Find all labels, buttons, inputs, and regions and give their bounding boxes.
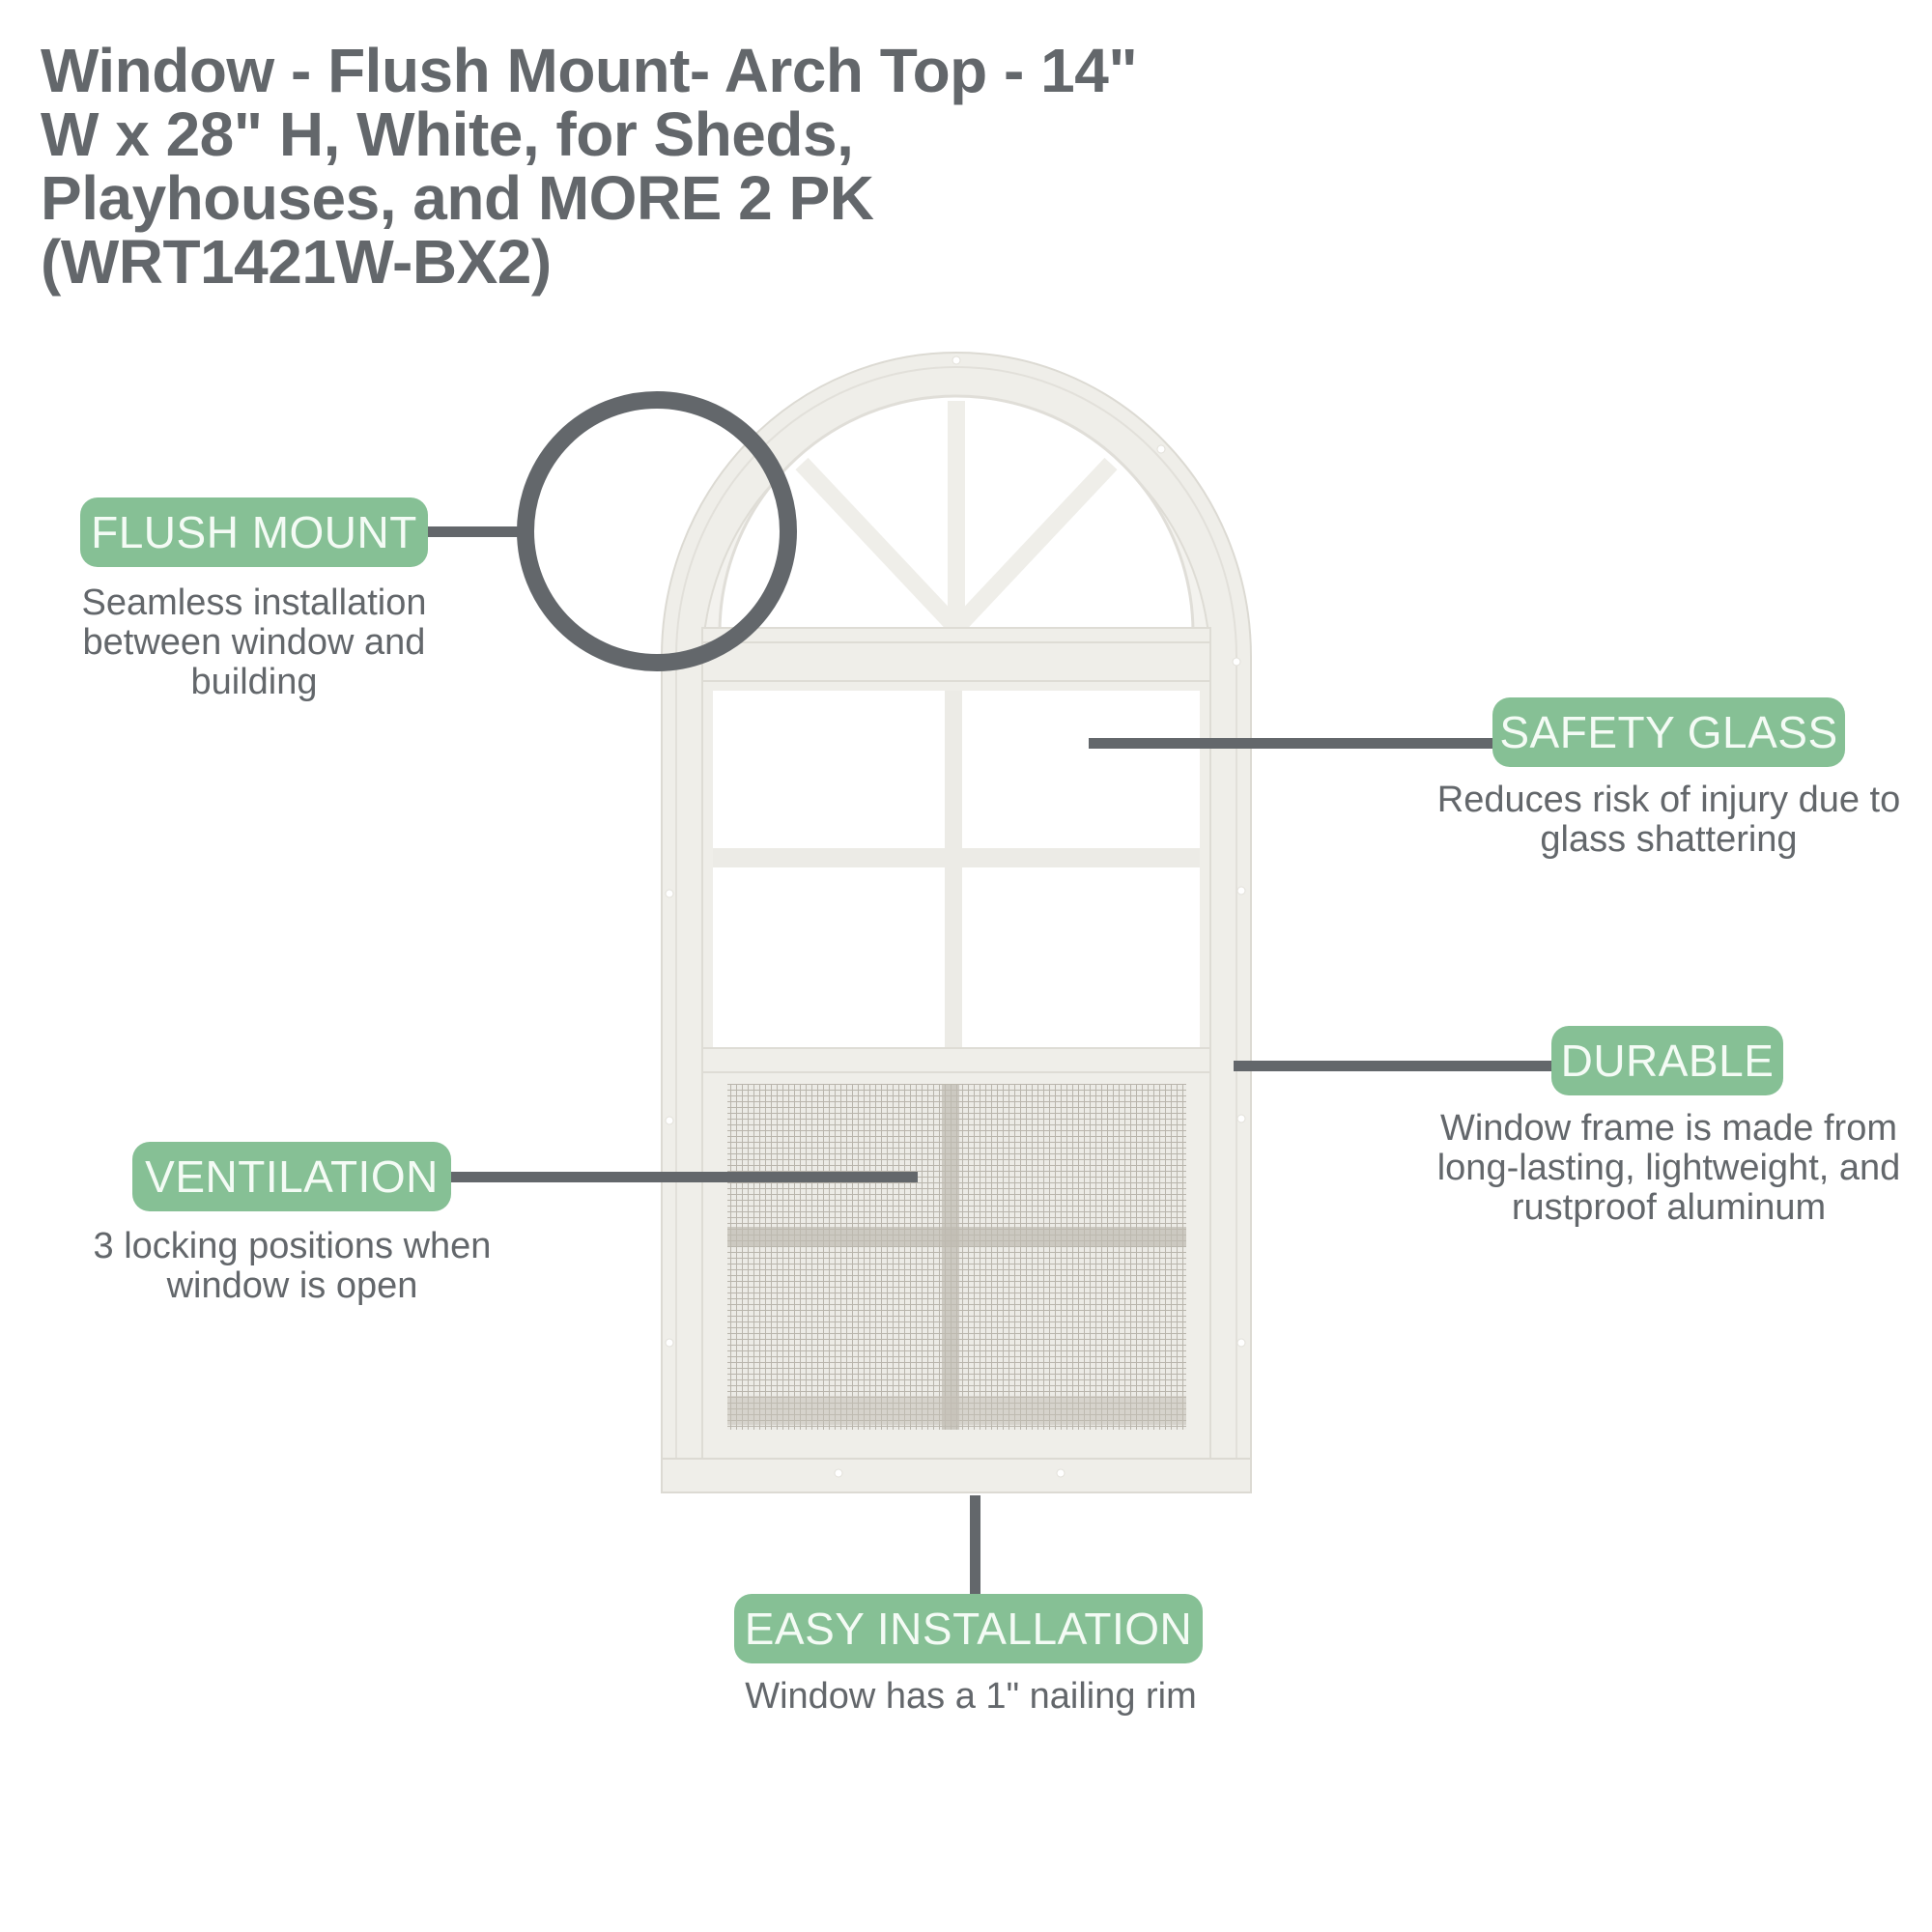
- safety-glass-badge: SAFETY GLASS: [1492, 697, 1845, 767]
- safety-glass-description: Reduces risk of injury due to glass shat…: [1410, 781, 1927, 860]
- flush-mount-description: Seamless installation between window and…: [37, 583, 471, 702]
- desc-line: between window and: [82, 622, 426, 663]
- desc-line: Window frame is made from: [1439, 1108, 1897, 1149]
- title-line: W x 28" H, White, for Sheds,: [41, 99, 854, 169]
- desc-line: glass shattering: [1540, 819, 1798, 860]
- ventilation-connector: [444, 1172, 918, 1182]
- easy-installation-connector: [970, 1495, 980, 1600]
- arch-muntins: [795, 401, 1118, 635]
- ventilation-description: 3 locking positions when window is open: [58, 1227, 526, 1306]
- title-line: Window - Flush Mount- Arch Top - 14": [41, 36, 1138, 105]
- ventilation-badge: VENTILATION: [132, 1142, 451, 1211]
- durable-description: Window frame is made from long-lasting, …: [1410, 1109, 1927, 1228]
- desc-line: rustproof aluminum: [1511, 1187, 1827, 1228]
- flush-mount-highlight-circle: [517, 391, 797, 671]
- easy-installation-badge: EASY INSTALLATION: [734, 1594, 1203, 1663]
- flush-mount-connector: [425, 526, 526, 537]
- title-line: Playhouses, and MORE 2 PK: [41, 163, 874, 233]
- product-title: Window - Flush Mount- Arch Top - 14" W x…: [41, 39, 1248, 294]
- flush-mount-badge: FLUSH MOUNT: [80, 497, 428, 567]
- desc-line: Window has a 1" nailing rim: [745, 1676, 1197, 1717]
- durable-connector: [1234, 1061, 1562, 1071]
- easy-installation-description: Window has a 1" nailing rim: [715, 1677, 1227, 1717]
- desc-line: Reduces risk of injury due to: [1436, 780, 1901, 820]
- durable-badge: DURABLE: [1551, 1026, 1783, 1095]
- title-line: (WRT1421W-BX2): [41, 227, 552, 297]
- desc-line: window is open: [166, 1265, 418, 1306]
- desc-line: 3 locking positions when: [93, 1226, 492, 1266]
- desc-line: Seamless installation: [81, 582, 427, 623]
- desc-line: long-lasting, lightweight, and: [1436, 1148, 1901, 1188]
- safety-glass-connector: [1089, 738, 1499, 749]
- desc-line: building: [190, 662, 318, 702]
